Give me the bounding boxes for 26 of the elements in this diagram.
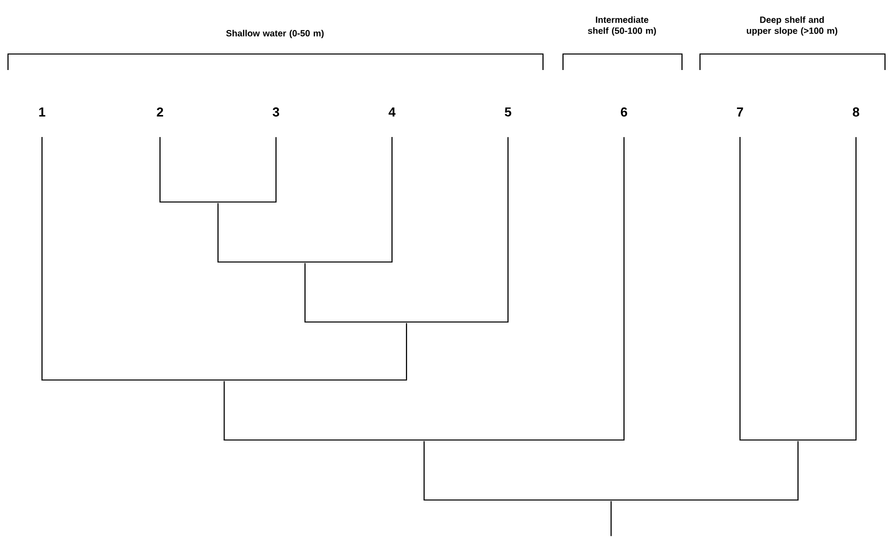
leaf-label: 2 xyxy=(156,107,164,117)
group-label: Intermediate shelf (50-100 m) xyxy=(588,16,656,36)
group-label: Shallow water (0-50 m) xyxy=(226,30,324,38)
branch-line xyxy=(159,137,161,202)
branch-line xyxy=(217,203,219,262)
branch-line xyxy=(424,441,425,500)
branch-line xyxy=(739,137,741,440)
leaf-label: 3 xyxy=(272,107,280,117)
branch-line xyxy=(41,137,43,380)
group-label: Deep shelf and upper slope (>100 m) xyxy=(746,16,838,36)
leaf-label: 5 xyxy=(504,107,512,116)
leaf-label: 1 xyxy=(39,108,46,116)
branch-line xyxy=(623,137,625,440)
branch-line xyxy=(507,137,509,322)
root-line xyxy=(610,501,612,536)
leaf-label: 6 xyxy=(620,107,628,117)
branch-line xyxy=(855,137,857,440)
branch-line xyxy=(304,263,306,322)
leaf-label: 4 xyxy=(388,108,396,116)
leaf-label: 7 xyxy=(736,108,744,116)
leaf-label: 8 xyxy=(852,107,860,117)
branch-line xyxy=(275,137,277,202)
branch-line xyxy=(224,381,225,440)
branch-line xyxy=(391,137,393,262)
branch-line xyxy=(406,323,408,380)
branch-line xyxy=(797,441,799,500)
